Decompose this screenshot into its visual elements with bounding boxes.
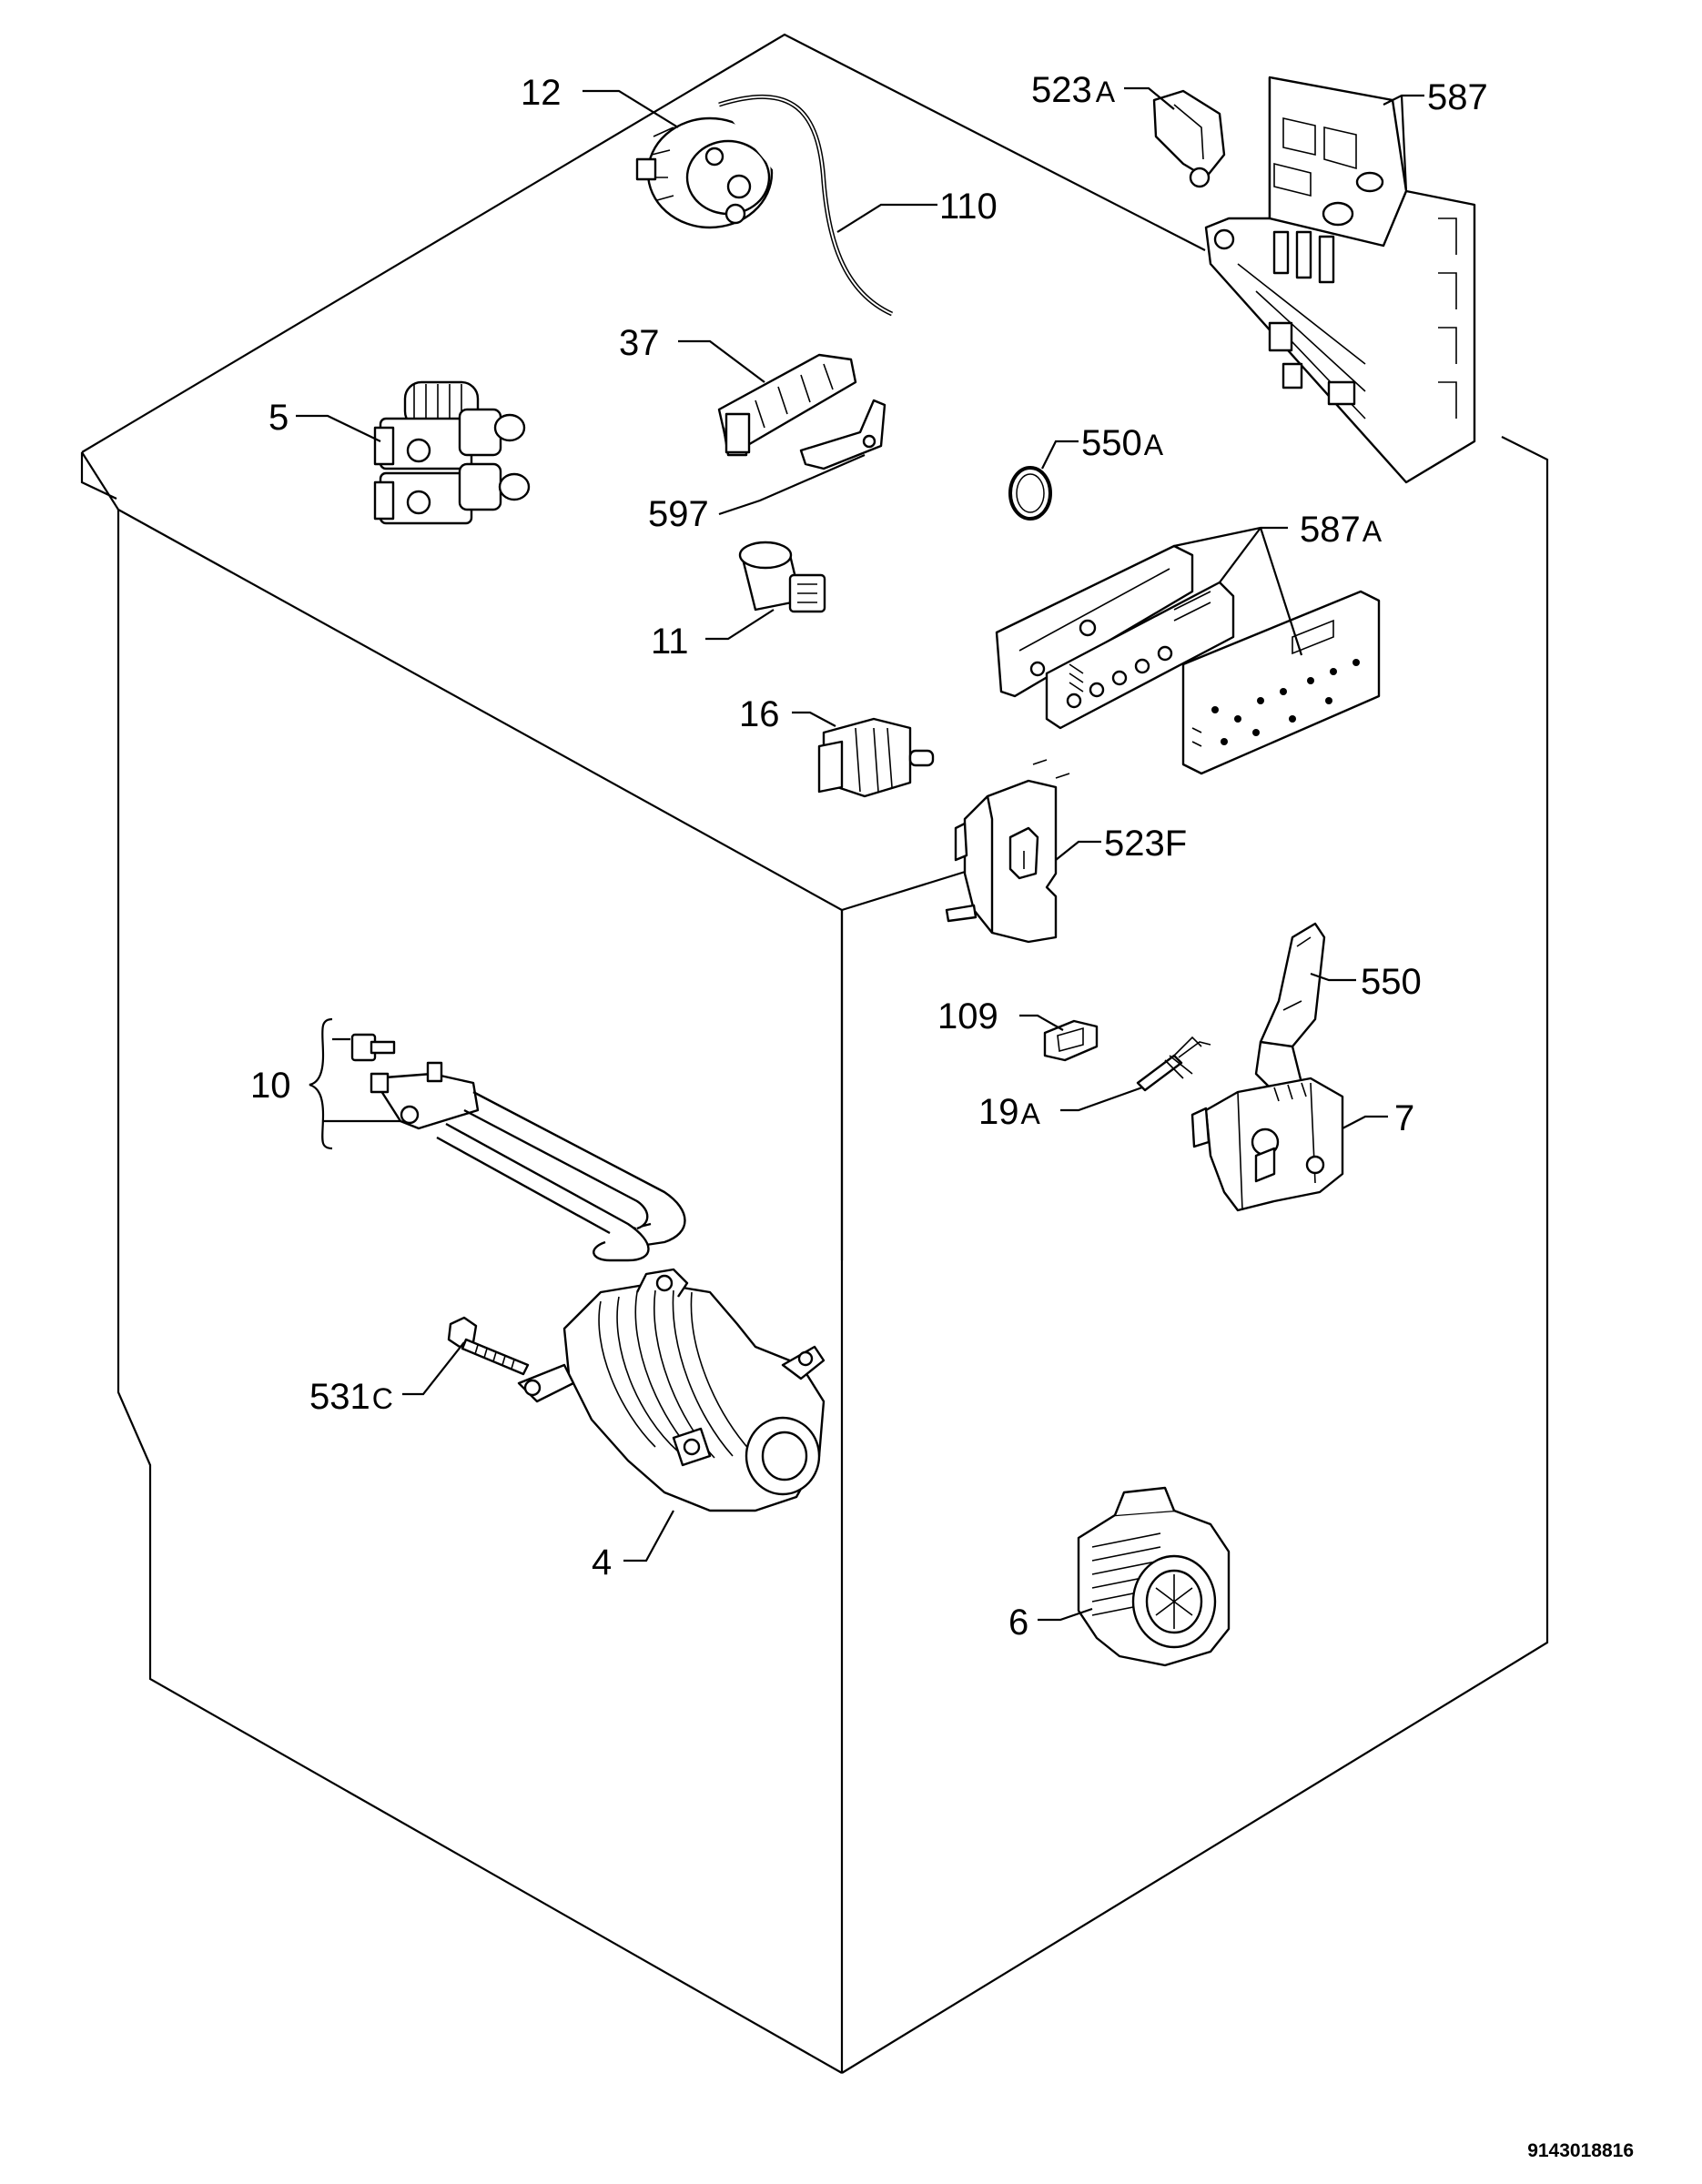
callout-7: 7 [1394, 1098, 1414, 1138]
callout-19a-number: 19 [978, 1092, 1019, 1132]
part-7-door-lock [1190, 1077, 1344, 1212]
part-587-control-board [1204, 76, 1476, 484]
callout-19a: 19A [978, 1092, 1041, 1132]
part-4-drain-pump [517, 1268, 826, 1512]
part-5-water-valve [373, 380, 531, 525]
part-16-switch [817, 717, 935, 798]
callout-110: 110 [939, 187, 998, 227]
callout-523a-number: 523 [1031, 70, 1092, 110]
part-6-drain-pump-motor [1077, 1486, 1231, 1667]
callout-597: 597 [648, 494, 709, 534]
part-11-capacitor [738, 541, 826, 613]
callout-16: 16 [739, 694, 780, 734]
callout-531c: 531C [309, 1377, 393, 1417]
callout-109: 109 [937, 996, 998, 1036]
callout-4: 4 [592, 1542, 612, 1582]
callout-587a-suffix: A [1363, 515, 1383, 548]
callout-550a-suffix: A [1144, 429, 1164, 461]
callout-531c-suffix: C [372, 1382, 393, 1415]
document-number: 9143018816 [1527, 2140, 1634, 2161]
part-550a-gasket-ring [1008, 466, 1052, 521]
leader-lines [296, 86, 1424, 1622]
part-597-clip [799, 399, 886, 470]
cabinet-outline [80, 33, 1549, 2074]
part-523a-connector [1152, 89, 1226, 188]
callout-12: 12 [521, 73, 562, 113]
part-12-programme-selector [635, 116, 774, 229]
callout-11: 11 [651, 622, 689, 662]
part-37-terminal-block [717, 353, 857, 457]
callout-550: 550 [1361, 962, 1422, 1002]
part-550-door-lever [1254, 922, 1326, 1094]
part-109-bracket [1043, 1019, 1099, 1062]
part-587a-display-boards [995, 544, 1381, 775]
callout-550a-number: 550 [1081, 423, 1142, 463]
part-523f-door-lock-housing [945, 759, 1070, 944]
callout-550a: 550A [1081, 423, 1164, 463]
callout-5: 5 [268, 398, 289, 438]
callout-6: 6 [1008, 1603, 1028, 1643]
part-110-cable [718, 95, 894, 317]
callout-19a-suffix: A [1021, 1097, 1041, 1130]
callout-37: 37 [619, 323, 660, 363]
callout-523a-suffix: A [1096, 76, 1116, 108]
callout-587: 587 [1427, 77, 1488, 117]
callout-523f: 523F [1104, 824, 1187, 864]
callout-587a-number: 587 [1300, 510, 1361, 550]
part-531c-screw [447, 1316, 530, 1376]
part-10-heating-element [350, 1033, 686, 1262]
callout-10: 10 [250, 1066, 291, 1106]
part-19a-sensor [1136, 1036, 1211, 1092]
callout-531c-number: 531 [309, 1377, 370, 1417]
callout-587a: 587A [1300, 510, 1383, 550]
